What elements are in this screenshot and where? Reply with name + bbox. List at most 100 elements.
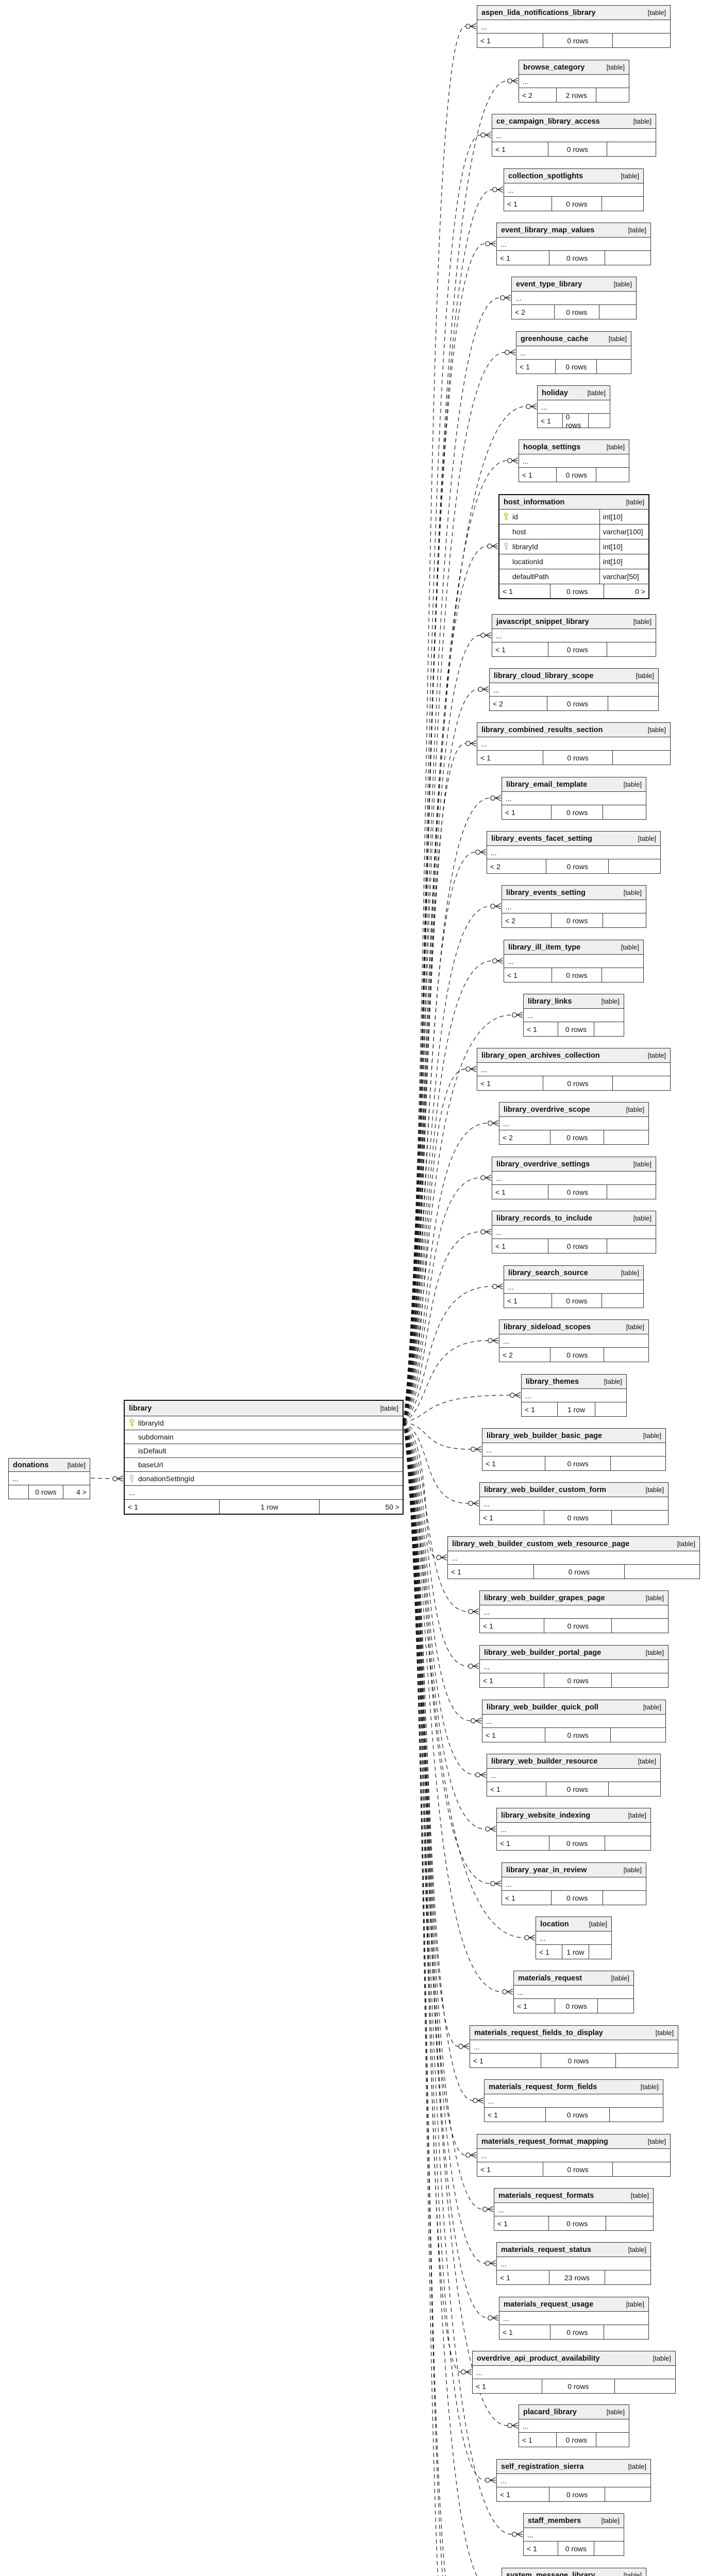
table-header: library_links [table] (524, 994, 624, 1009)
column-type: varchar[100] (599, 524, 648, 539)
table-header: library_overdrive_scope [table] (499, 1103, 648, 1117)
table-node-library_year_in_review[interactable]: library_year_in_review [table] ... < 1 0… (502, 1862, 646, 1905)
table-node-materials_request_status[interactable]: materials_request_status [table] ... < 1… (496, 2242, 651, 2285)
table-node-library_overdrive_scope[interactable]: library_overdrive_scope [table] ... < 2 … (499, 1102, 649, 1145)
table-name: ce_campaign_library_access (496, 117, 600, 126)
row-count: 0 rows (550, 805, 603, 819)
table-header: overdrive_api_product_availability [tabl… (473, 2351, 675, 2366)
table-node-library_sideload_scopes[interactable]: library_sideload_scopes [table] ... < 2 … (499, 1319, 649, 1362)
child-count (601, 197, 643, 211)
table-body: ... (502, 792, 646, 805)
table-type-badge: [table] (653, 2354, 671, 2362)
table-node-library_search_source[interactable]: library_search_source [table] ... < 1 0 … (504, 1265, 644, 1308)
table-node-library_ill_item_type[interactable]: library_ill_item_type [table] ... < 1 0 … (504, 940, 644, 982)
table-header: library_web_builder_basic_page [table] (482, 1429, 665, 1443)
table-type-badge: [table] (647, 1052, 666, 1059)
table-node-library_overdrive_settings[interactable]: library_overdrive_settings [table] ... <… (492, 1157, 656, 1199)
columns-collapsed-row: ... (9, 1472, 90, 1485)
table-node-library_open_archives_collection[interactable]: library_open_archives_collection [table]… (477, 1048, 671, 1091)
table-node-event_library_map_values[interactable]: event_library_map_values [table] ... < 1… (496, 223, 651, 265)
table-node-event_type_library[interactable]: event_type_library [table] ... < 2 0 row… (511, 277, 637, 319)
table-name: library_events_setting (506, 888, 586, 897)
table-node-collection_spotlights[interactable]: collection_spotlights [table] ... < 1 0 … (504, 168, 644, 211)
table-node-location[interactable]: location [table] ... < 1 1 row (536, 1917, 612, 1959)
parent-count: < 1 (495, 1242, 506, 1250)
parent-count: < 1 (490, 1785, 500, 1793)
child-count (612, 33, 670, 47)
table-body: ... (477, 20, 670, 33)
columns-collapsed-row: ... (519, 2419, 629, 2433)
table-footer: < 2 0 rows (499, 1348, 648, 1362)
table-footer: < 2 0 rows (512, 305, 636, 319)
table-node-system_message_library[interactable]: system_message_library [table] ... < 1 0… (502, 2568, 646, 2576)
table-node-greenhouse_cache[interactable]: greenhouse_cache [table] ... < 1 0 rows (516, 331, 631, 374)
table-node-materials_request_fields_to_display[interactable]: materials_request_fields_to_display [tab… (470, 2025, 678, 2068)
columns-collapsed-row: ... (519, 75, 629, 88)
table-node-library_web_builder_custom_form[interactable]: library_web_builder_custom_form [table] … (479, 1482, 669, 1525)
table-node-library_combined_results_section[interactable]: library_combined_results_section [table]… (477, 722, 671, 765)
table-node-library_email_template[interactable]: library_email_template [table] ... < 1 0… (502, 777, 646, 820)
parent-count: < 1 (507, 199, 517, 208)
table-header: library_records_to_include [table] (492, 1211, 656, 1226)
parent-count: < 2 (522, 91, 532, 99)
table-node-library_web_builder_portal_page[interactable]: library_web_builder_portal_page [table] … (479, 1645, 669, 1688)
table-node-holiday[interactable]: holiday [table] ... < 1 0 rows (537, 385, 610, 429)
table-header: library_email_template [table] (502, 777, 646, 792)
columns-collapsed-row: ... (524, 1009, 624, 1022)
row-count: 0 rows (551, 968, 602, 982)
table-node-library_web_builder_custom_web_resource_page[interactable]: library_web_builder_custom_web_resource_… (447, 1536, 700, 1579)
parent-count: < 1 (525, 1405, 535, 1414)
table-node-library_web_builder_basic_page[interactable]: library_web_builder_basic_page [table] .… (482, 1428, 666, 1471)
table-node-placard_library[interactable]: placard_library [table] ... < 1 0 rows (519, 2404, 629, 2447)
table-node-library_events_setting[interactable]: library_events_setting [table] ... < 2 0… (502, 885, 646, 928)
table-header: library_search_source [table] (504, 1266, 643, 1280)
table-body: ... (497, 1823, 650, 1836)
table-type-badge: [table] (645, 1594, 664, 1602)
table-node-ce_campaign_library_access[interactable]: ce_campaign_library_access [table] ... <… (492, 114, 656, 157)
table-node-library_themes[interactable]: library_themes [table] ... < 1 1 row (521, 1374, 627, 1417)
table-node-materials_request[interactable]: materials_request [table] ... < 1 0 rows (513, 1971, 634, 2013)
table-type-badge: [table] (608, 335, 627, 343)
table-node-overdrive_api_product_availability[interactable]: overdrive_api_product_availability [tabl… (472, 2351, 676, 2394)
table-node-browse_category[interactable]: browse_category [table] ... < 2 2 rows (519, 60, 629, 103)
table-node-materials_request_form_fields[interactable]: materials_request_form_fields [table] ..… (484, 2079, 663, 2122)
table-header: collection_spotlights [table] (504, 169, 643, 183)
table-node-library[interactable]: library [table] libraryId subdomain isDe… (124, 1400, 404, 1515)
table-footer: < 1 0 rows (477, 33, 670, 47)
table-node-aspen_lida_notifications_library[interactable]: aspen_lida_notifications_library [table]… (477, 5, 671, 48)
columns-collapsed-row: ... (485, 2094, 663, 2108)
table-node-self_registration_sierra[interactable]: self_registration_sierra [table] ... < 1… (496, 2459, 651, 2502)
table-node-library_links[interactable]: library_links [table] ... < 1 0 rows (523, 994, 624, 1037)
child-count (603, 913, 646, 927)
row-count: 0 rows (541, 2379, 614, 2393)
table-node-library_cloud_library_scope[interactable]: library_cloud_library_scope [table] ... … (489, 668, 659, 711)
table-node-materials_request_formats[interactable]: materials_request_formats [table] ... < … (494, 2188, 654, 2231)
table-header: materials_request_format_mapping [table] (477, 2134, 670, 2149)
table-header: library_events_setting [table] (502, 886, 646, 900)
row-count: 0 rows (548, 2216, 606, 2230)
table-header: host_information [table] (499, 495, 648, 510)
table-header: location [table] (536, 1917, 611, 1931)
table-node-donations[interactable]: donations [table] ... 0 rows 4 > (8, 1458, 90, 1499)
table-node-library_website_indexing[interactable]: library_website_indexing [table] ... < 1… (496, 1808, 651, 1851)
table-node-javascript_snippet_library[interactable]: javascript_snippet_library [table] ... <… (492, 614, 656, 657)
table-node-staff_members[interactable]: staff_members [table] ... < 1 0 rows (523, 2513, 624, 2556)
table-body: ... (480, 1497, 668, 1511)
table-type-badge: [table] (628, 226, 646, 234)
table-header: library_sideload_scopes [table] (499, 1320, 648, 1334)
child-count (604, 1130, 648, 1144)
table-footer: < 1 0 rows (480, 1511, 668, 1524)
table-node-library_web_builder_resource[interactable]: library_web_builder_resource [table] ...… (487, 1754, 661, 1797)
table-node-materials_request_usage[interactable]: materials_request_usage [table] ... < 1 … (499, 2297, 649, 2340)
parent-count: < 1 (500, 1839, 510, 1848)
table-node-library_web_builder_quick_poll[interactable]: library_web_builder_quick_poll [table] .… (482, 1700, 666, 1742)
table-footer: < 1 0 rows (492, 1185, 656, 1199)
table-type-badge: [table] (621, 172, 639, 180)
table-node-library_web_builder_grapes_page[interactable]: library_web_builder_grapes_page [table] … (479, 1590, 669, 1633)
table-node-materials_request_format_mapping[interactable]: materials_request_format_mapping [table]… (477, 2134, 671, 2177)
column-name: libraryId (512, 543, 538, 551)
table-node-library_events_facet_setting[interactable]: library_events_facet_setting [table] ...… (487, 831, 661, 874)
table-node-library_records_to_include[interactable]: library_records_to_include [table] ... <… (492, 1211, 656, 1253)
table-node-hoopla_settings[interactable]: hoopla_settings [table] ... < 1 0 rows (519, 439, 629, 482)
